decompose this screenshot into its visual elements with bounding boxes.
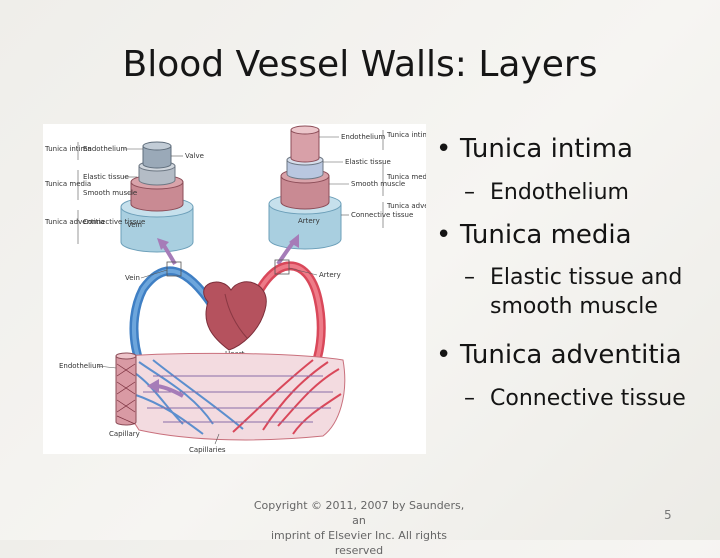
capillary-closeup: Endothelium Capillary (59, 352, 184, 438)
vein-figure-label: Vein (127, 221, 142, 229)
label-smooth-muscle-left: Smooth muscle (83, 189, 137, 197)
label-elastic-tissue-left: Elastic tissue (83, 173, 129, 181)
bullet-text: Tunica media (460, 220, 632, 250)
slide-title: Blood Vessel Walls: Layers (122, 44, 598, 85)
bullet-text: Tunica intima (460, 134, 633, 164)
blood-vessel-figure: Vein Tunica intima Endothelium Valve Tun… (43, 124, 426, 454)
label-endothelium-left: Endothelium (83, 145, 127, 153)
label-endothelium-capillary: Endothelium (59, 362, 103, 370)
sub-bullet-connective: –Connective tissue (464, 386, 686, 411)
copyright-line-1: Copyright © 2011, 2007 by Saunders, an (253, 499, 465, 527)
copyright-notice: Copyright © 2011, 2007 by Saunders, an i… (250, 498, 468, 558)
sub-bullet-text-continued: smooth muscle (490, 294, 658, 319)
label-capillaries: Capillaries (189, 446, 226, 454)
vein-cross-section: Vein (120, 141, 194, 253)
sub-bullet-endothelium: –Endothelium (464, 180, 629, 205)
artery-cross-section: Artery (268, 125, 342, 250)
label-valve: Valve (185, 152, 204, 160)
heart-shape (203, 281, 267, 351)
capillary-bed (122, 352, 346, 441)
sub-bullet-text: Elastic tissue and (490, 265, 683, 290)
copyright-line-2: imprint of Elsevier Inc. All rights rese… (270, 529, 448, 557)
label-tunica-intima-left: Tunica intima (44, 145, 92, 153)
sub-bullet-text: Connective tissue (490, 386, 686, 411)
sub-bullet-text: Endothelium (490, 180, 629, 205)
artery-figure-label: Artery (298, 217, 320, 225)
bullet-tunica-media: •Tunica media (436, 220, 632, 250)
label-vein: Vein (125, 274, 140, 282)
page-number: 5 (664, 508, 672, 522)
label-tunica-media-left: Tunica media (44, 180, 91, 188)
label-connective-tissue-left: Connective tissue (83, 218, 145, 226)
label-smooth-muscle-right: Smooth muscle (351, 180, 405, 188)
label-tunica-adventitia-left: Tunica adventitia (44, 218, 105, 226)
bullet-tunica-intima: •Tunica intima (436, 134, 633, 164)
label-elastic-tissue-right: Elastic tissue (345, 158, 391, 166)
blood-vessel-illustration: Vein Tunica intima Endothelium Valve Tun… (44, 125, 426, 454)
left-layer-labels: Tunica intima Endothelium Valve Tunica m… (44, 142, 204, 244)
label-tunica-media-right: Tunica media (386, 173, 426, 181)
label-capillary: Capillary (109, 430, 140, 438)
label-tunica-adventitia-right: Tunica adventitia (386, 202, 426, 210)
label-artery: Artery (319, 271, 341, 279)
label-connective-tissue-right: Connective tissue (351, 211, 413, 219)
label-tunica-intima-right: Tunica intima (386, 131, 426, 139)
sub-bullet-elastic-smooth: –Elastic tissue and smooth muscle (464, 265, 683, 319)
label-endothelium-right: Endothelium (341, 133, 385, 141)
bullet-tunica-adventitia: •Tunica adventitia (436, 340, 682, 370)
circulation-diagram: Vein Artery Heart (122, 259, 346, 454)
right-layer-labels: Endothelium Tunica intima Elastic tissue… (319, 130, 426, 228)
bullet-text: Tunica adventitia (460, 340, 682, 370)
